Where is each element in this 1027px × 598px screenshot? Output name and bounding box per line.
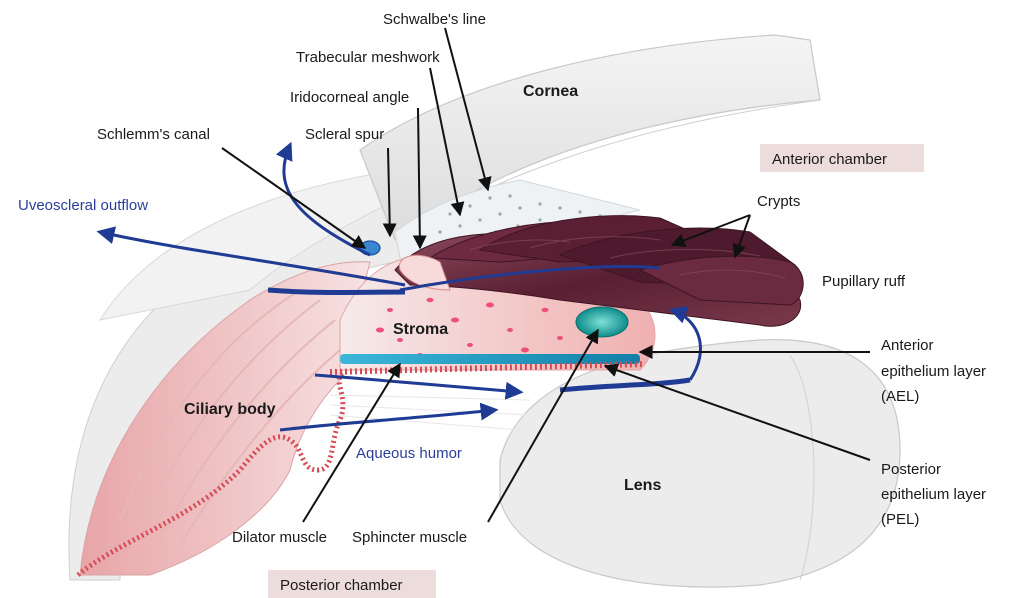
- label-iridocorneal-angle: Iridocorneal angle: [290, 89, 409, 106]
- label-pupillary-ruff: Pupillary ruff: [822, 273, 906, 290]
- label-posterior-chamber: Posterior chamber: [280, 577, 403, 594]
- label-cornea: Cornea: [523, 83, 578, 100]
- label-anterior-epithelium-3: (AEL): [881, 388, 919, 405]
- label-anterior-chamber: Anterior chamber: [772, 151, 887, 168]
- label-schwalbes-line: Schwalbe's line: [383, 11, 486, 28]
- label-schlemms-canal: Schlemm's canal: [97, 126, 210, 143]
- label-sphincter-muscle: Sphincter muscle: [352, 529, 467, 546]
- label-lens: Lens: [624, 477, 661, 494]
- label-posterior-epithelium-1: Posterior: [881, 461, 941, 478]
- label-ciliary-body: Ciliary body: [184, 401, 276, 418]
- label-stroma: Stroma: [393, 321, 448, 338]
- label-trabecular-meshwork: Trabecular meshwork: [296, 49, 440, 66]
- zonule-fibers: [330, 395, 530, 430]
- sphincter-muscle-shape: [576, 307, 628, 337]
- label-scleral-spur: Scleral spur: [305, 126, 384, 143]
- label-posterior-epithelium-3: (PEL): [881, 511, 919, 528]
- label-uveoscleral-outflow: Uveoscleral outflow: [18, 197, 148, 214]
- lens-shape: [500, 340, 900, 587]
- label-anterior-epithelium-2: epithelium layer: [881, 363, 986, 380]
- label-posterior-epithelium-2: epithelium layer: [881, 486, 986, 503]
- label-dilator-muscle: Dilator muscle: [232, 529, 327, 546]
- label-crypts: Crypts: [757, 193, 800, 210]
- label-anterior-epithelium-1: Anterior: [881, 337, 934, 354]
- label-aqueous-humor: Aqueous humor: [356, 445, 462, 462]
